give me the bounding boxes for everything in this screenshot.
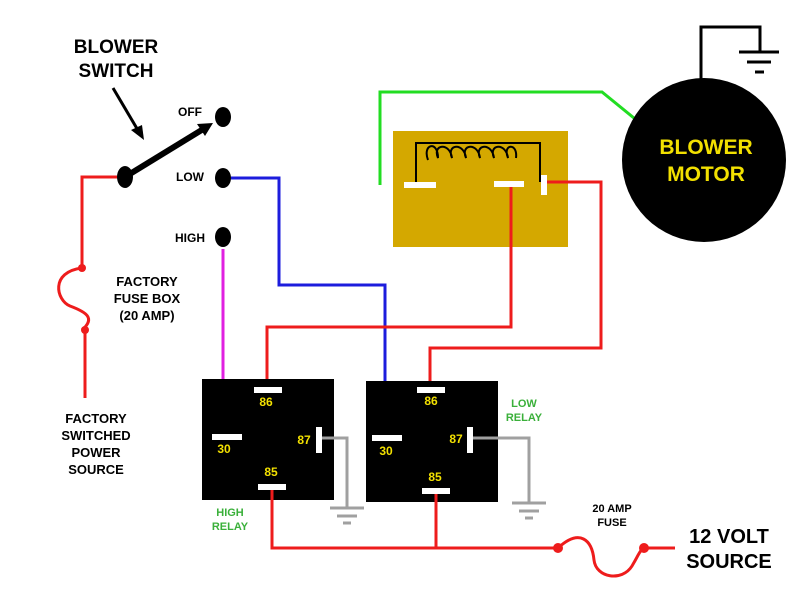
low-relay-pin86 (417, 387, 445, 393)
low-relay-ground (473, 436, 546, 520)
low-signal-wire (231, 176, 387, 437)
power-source-label-line1: FACTORY (65, 411, 127, 426)
power-source-label-line3: POWER (71, 445, 121, 460)
low-relay-pin85-label: 85 (428, 470, 442, 484)
high-relay-pin87 (316, 427, 322, 453)
fuse-terminal-left (553, 543, 563, 553)
resistor-tab-right (541, 175, 547, 195)
source-label-line1: 12 VOLT (689, 526, 769, 548)
low-relay-pin87 (467, 427, 473, 453)
switch-high-label: HIGH (175, 231, 205, 245)
relay-supply-wire (270, 490, 675, 578)
low-relay-name-line1: LOW (511, 398, 537, 410)
high-relay-pin30-label: 30 (217, 442, 231, 456)
motor-ground-symbol (699, 25, 779, 87)
switch-title-line2: SWITCH (79, 61, 154, 82)
fuse-box-label-line3: (20 AMP) (119, 308, 174, 323)
switch-title-line1: BLOWER (74, 37, 159, 58)
switch-off-label: OFF (178, 105, 202, 119)
high-relay-pin87-label: 87 (297, 433, 311, 447)
motor-label-line2: MOTOR (667, 163, 745, 186)
fuse-box-label-line2: FUSE BOX (114, 291, 181, 306)
motor-ground-wire (378, 90, 641, 185)
resistor-to-low-relay-wire (428, 180, 603, 388)
blower-motor (622, 78, 786, 242)
switch-high-terminal (215, 227, 231, 247)
low-relay-pin87-label: 87 (449, 432, 463, 446)
high-relay-pin85-label: 85 (264, 465, 278, 479)
low-relay-pin30-label: 30 (379, 444, 393, 458)
source-label-line2: SOURCE (686, 551, 772, 573)
high-relay-name-line2: RELAY (212, 521, 249, 533)
low-relay-pin30 (372, 435, 402, 441)
fuse-box-terminal-top (78, 264, 86, 272)
switch-off-terminal (215, 107, 231, 127)
resistor-tab-left (404, 182, 436, 188)
resistor-coil (415, 142, 541, 185)
resistor-tab-middle (494, 181, 524, 187)
fuse-terminal-right (639, 543, 649, 553)
blower-resistor-block (393, 131, 568, 247)
high-relay-pin86-label: 86 (259, 395, 273, 409)
fuse-label-line1: 20 AMP (592, 503, 631, 515)
high-relay-ground (322, 436, 364, 525)
low-relay (366, 381, 498, 502)
switch-low-label: LOW (176, 170, 205, 184)
fuse-label-line2: FUSE (597, 517, 626, 529)
high-relay-name-line1: HIGH (216, 507, 244, 519)
power-source-label-line4: SOURCE (68, 462, 124, 477)
fuse-box-label-line1: FACTORY (116, 274, 178, 289)
high-relay-pin30 (212, 434, 242, 440)
low-relay-pin86-label: 86 (424, 394, 438, 408)
fuse-box-terminal-bottom (81, 326, 89, 334)
switch-lever (123, 123, 213, 180)
low-relay-name-line2: RELAY (506, 412, 543, 424)
switch-common-terminal (117, 166, 133, 188)
low-relay-86-wire (265, 187, 513, 388)
power-source-label-line2: SWITCHED (61, 428, 130, 443)
switch-low-terminal (215, 168, 231, 188)
high-relay-pin85 (258, 484, 286, 490)
motor-label-line1: BLOWER (659, 136, 752, 159)
high-relay-pin86 (254, 387, 282, 393)
low-relay-pin85 (422, 488, 450, 494)
factory-feed-wire (57, 175, 117, 398)
switch-pointer-arrow (111, 87, 144, 140)
